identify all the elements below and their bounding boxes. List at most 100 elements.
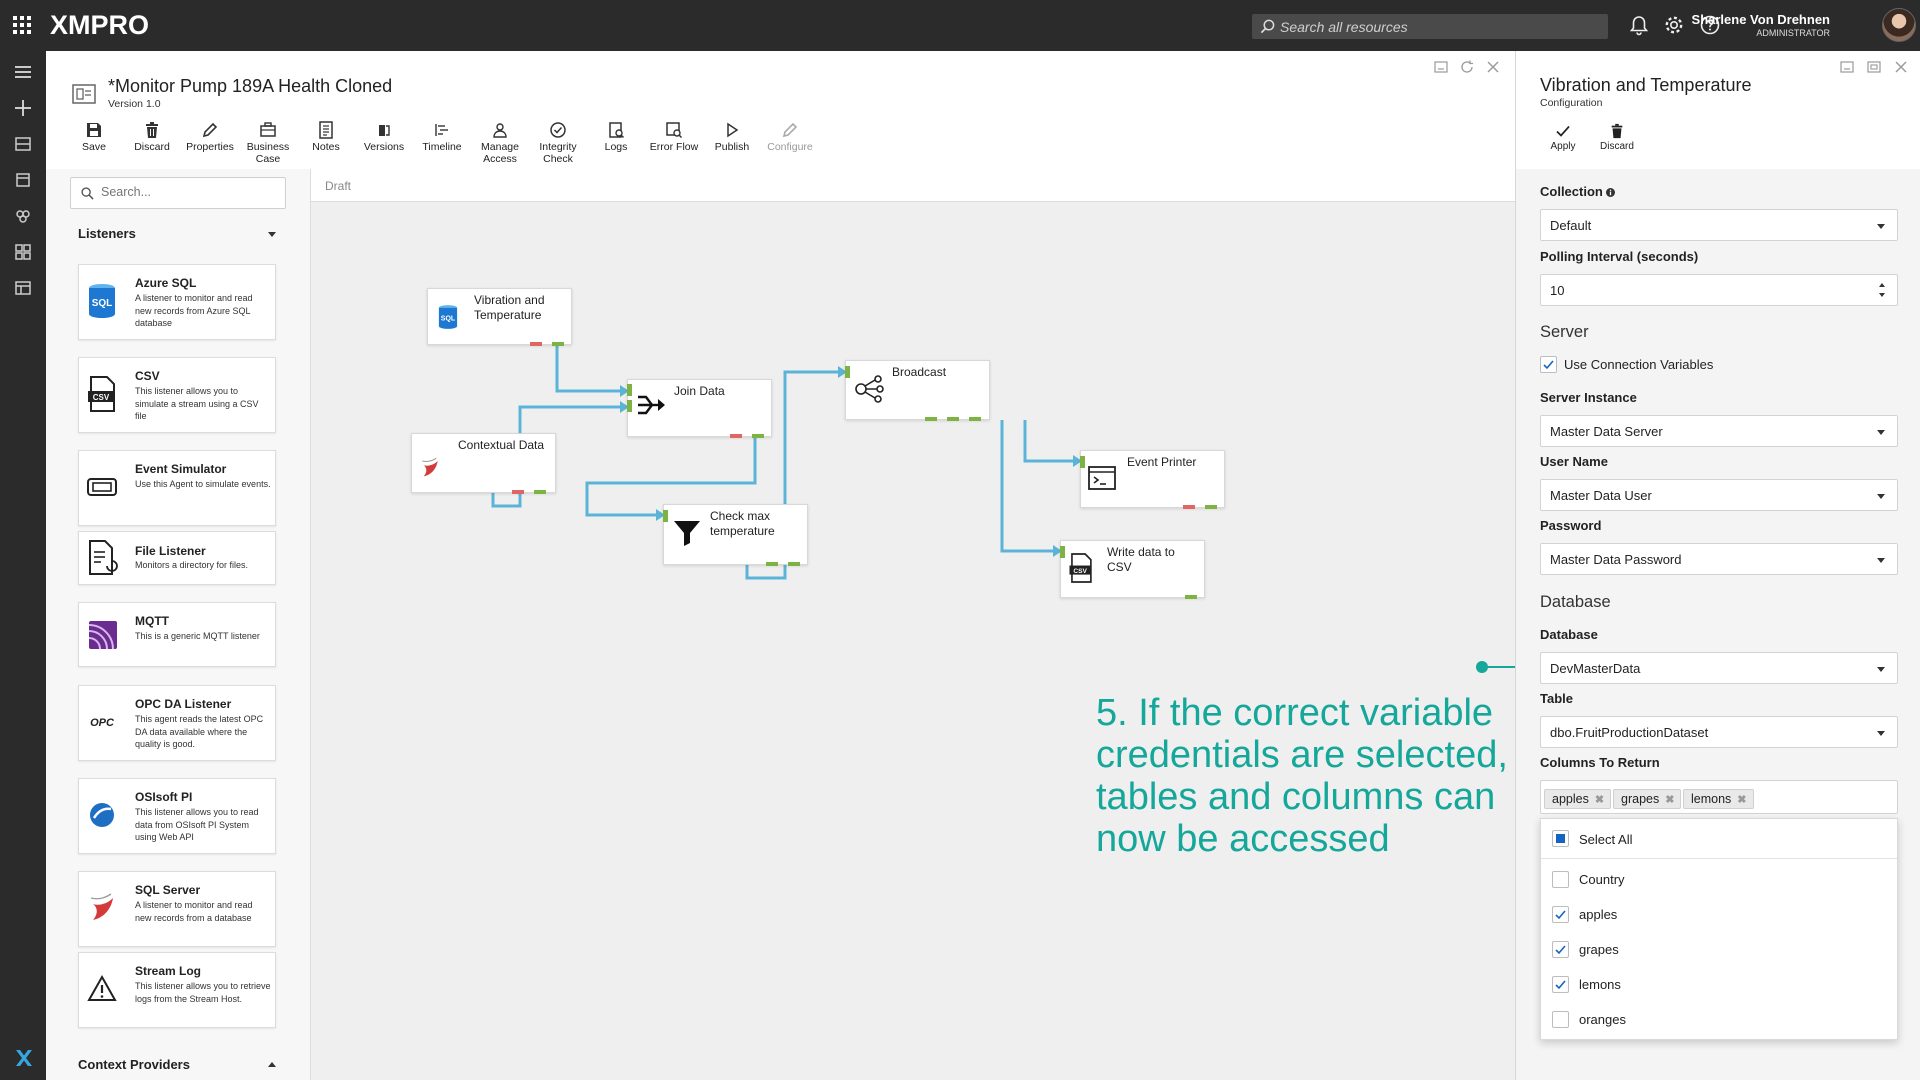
minimize-icon[interactable]: [1433, 59, 1449, 75]
node-contextual-data[interactable]: Contextual Data: [411, 433, 556, 494]
input-port[interactable]: [627, 400, 632, 412]
configure-button[interactable]: Configure: [760, 121, 820, 153]
error-port[interactable]: [530, 342, 542, 346]
bell-icon[interactable]: [1628, 14, 1650, 36]
option-checkbox[interactable]: [1552, 941, 1569, 958]
close-icon[interactable]: [1485, 59, 1501, 75]
option-checkbox[interactable]: [1552, 906, 1569, 923]
node-vibration-temperature[interactable]: SQL Vibration and Temperature: [427, 288, 572, 346]
node-check-max-temperature[interactable]: Check max temperature: [663, 504, 808, 566]
refresh-icon[interactable]: [1459, 59, 1475, 75]
column-tag[interactable]: grapes✖: [1613, 789, 1682, 809]
agent-azure-sql[interactable]: SQL Azure SQL A listener to monitor and …: [78, 264, 276, 340]
xmpro-logo[interactable]: XMPRO: [50, 10, 150, 40]
business-case-button[interactable]: Business Case: [238, 121, 298, 165]
output-port[interactable]: [788, 562, 800, 566]
versions-button[interactable]: Versions: [354, 121, 414, 153]
avatar[interactable]: [1882, 8, 1916, 42]
node-broadcast[interactable]: Broadcast: [845, 360, 990, 421]
option-checkbox[interactable]: [1552, 976, 1569, 993]
remove-tag-icon[interactable]: ✖: [1665, 794, 1675, 806]
error-port[interactable]: [512, 490, 524, 494]
chevron-up-icon[interactable]: [268, 1062, 276, 1067]
remove-tag-icon[interactable]: ✖: [1594, 794, 1605, 806]
error-port[interactable]: [730, 434, 742, 438]
input-port[interactable]: [1080, 456, 1085, 468]
integrations-icon[interactable]: [12, 205, 34, 227]
minimize-icon[interactable]: [1839, 59, 1855, 75]
error-port[interactable]: [1183, 505, 1195, 509]
output-port[interactable]: [1205, 505, 1217, 509]
column-option[interactable]: apples: [1541, 897, 1897, 931]
use-connection-variables-checkbox[interactable]: [1540, 356, 1557, 373]
maximize-icon[interactable]: [1866, 59, 1882, 75]
columns-tagbox[interactable]: apples✖ grapes✖ lemons✖: [1540, 780, 1898, 814]
help-icon[interactable]: [1699, 14, 1721, 36]
dashboard-icon[interactable]: [12, 241, 34, 263]
properties-button[interactable]: Properties: [180, 121, 240, 153]
palette-search[interactable]: [70, 177, 286, 209]
agent-stream-log[interactable]: Stream Log This listener allows you to r…: [78, 952, 276, 1028]
user-name[interactable]: Sharlene Von Drehnen: [1691, 12, 1830, 27]
xmpro-x-icon[interactable]: [13, 1047, 35, 1069]
agent-event-simulator[interactable]: Event Simulator Use this Agent to simula…: [78, 450, 276, 526]
listeners-heading[interactable]: Listeners: [78, 226, 136, 241]
input-port[interactable]: [663, 510, 668, 522]
column-tag[interactable]: lemons✖: [1683, 789, 1754, 809]
chevron-down-icon[interactable]: [268, 232, 276, 237]
option-checkbox[interactable]: [1552, 871, 1569, 888]
notes-button[interactable]: Notes: [296, 121, 356, 153]
close-icon[interactable]: [1893, 59, 1909, 75]
output-port[interactable]: [534, 490, 546, 494]
gear-icon[interactable]: [1663, 14, 1685, 36]
password-select[interactable]: Master Data Password: [1540, 543, 1898, 575]
input-port[interactable]: [627, 384, 632, 396]
input-port[interactable]: [1060, 546, 1065, 558]
table-select[interactable]: dbo.FruitProductionDataset: [1540, 716, 1898, 748]
integrity-check-button[interactable]: Integrity Check: [528, 121, 588, 165]
info-icon[interactable]: [1606, 188, 1616, 197]
inbox-icon[interactable]: [12, 133, 34, 155]
column-option[interactable]: oranges: [1541, 1002, 1897, 1036]
global-search-input[interactable]: [1280, 14, 1600, 39]
agent-osisoft-pi[interactable]: OSIsoft PI This listener allows you to r…: [78, 778, 276, 854]
server-instance-select[interactable]: Master Data Server: [1540, 415, 1898, 447]
node-join-data[interactable]: Join Data: [627, 379, 772, 438]
publish-button[interactable]: Publish: [702, 121, 762, 153]
calendar-icon[interactable]: [12, 169, 34, 191]
logs-button[interactable]: Logs: [586, 121, 646, 153]
input-port[interactable]: [845, 366, 850, 378]
column-option[interactable]: Country: [1541, 862, 1897, 896]
agent-mqtt[interactable]: MQTT This is a generic MQTT listener: [78, 602, 276, 667]
database-select[interactable]: DevMasterData: [1540, 652, 1898, 684]
discard-button[interactable]: Discard: [122, 121, 182, 153]
menu-icon[interactable]: [12, 61, 34, 83]
manage-access-button[interactable]: Manage Access: [470, 121, 530, 165]
stepper-down-icon[interactable]: [1879, 293, 1885, 297]
stepper-up-icon[interactable]: [1879, 283, 1885, 287]
palette-search-input[interactable]: [101, 185, 271, 199]
output-port[interactable]: [552, 342, 564, 346]
column-tag[interactable]: apples✖: [1544, 789, 1612, 809]
app-grid-icon[interactable]: [12, 15, 32, 35]
output-port[interactable]: [925, 417, 937, 421]
agent-sql-server[interactable]: SQL Server A listener to monitor and rea…: [78, 871, 276, 947]
output-port[interactable]: [1185, 595, 1197, 599]
agent-file-listener[interactable]: File Listener Monitors a directory for f…: [78, 531, 276, 585]
add-icon[interactable]: [12, 97, 34, 119]
username-select[interactable]: Master Data User: [1540, 479, 1898, 511]
column-option[interactable]: lemons: [1541, 967, 1897, 1001]
apply-button[interactable]: Apply: [1538, 123, 1588, 152]
save-button[interactable]: Save: [64, 121, 124, 153]
remove-tag-icon[interactable]: ✖: [1737, 794, 1747, 806]
option-checkbox[interactable]: [1552, 1011, 1569, 1028]
agent-csv[interactable]: CSV CSV This listener allows you to simu…: [78, 357, 276, 433]
global-search[interactable]: [1252, 14, 1608, 39]
column-option[interactable]: grapes: [1541, 932, 1897, 966]
output-port[interactable]: [947, 417, 959, 421]
node-event-printer[interactable]: Event Printer: [1080, 450, 1225, 509]
select-all-option[interactable]: Select All: [1541, 819, 1897, 859]
output-port[interactable]: [766, 562, 778, 566]
design-canvas[interactable]: Draft SQL Vibration and Temperature: [310, 169, 1516, 1080]
select-all-checkbox[interactable]: [1552, 830, 1569, 847]
